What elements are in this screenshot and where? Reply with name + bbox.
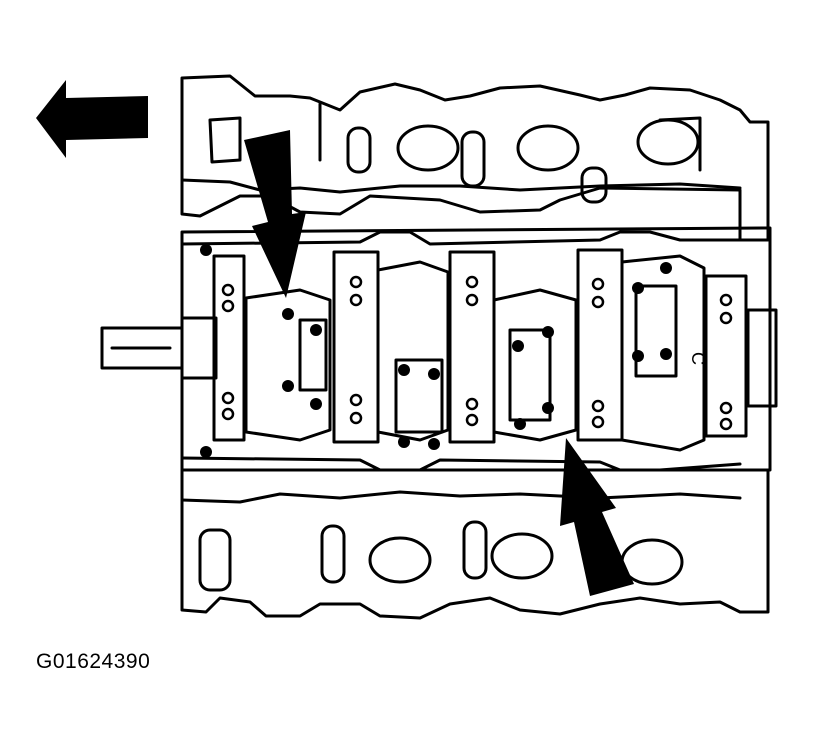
- lower-dowel-1: [320, 524, 346, 584]
- crank-web-3: [492, 288, 578, 442]
- bolt: [428, 368, 440, 380]
- roller: [591, 295, 605, 309]
- bolt: [310, 324, 322, 336]
- roller: [221, 407, 235, 421]
- bolt: [542, 402, 554, 414]
- figure-code: G01624390: [36, 650, 151, 673]
- crank-web-1: [244, 288, 332, 442]
- roller: [591, 415, 605, 429]
- part-label: C: [688, 352, 708, 365]
- bolt: [660, 348, 672, 360]
- roller: [349, 293, 363, 307]
- bolt: [310, 398, 322, 410]
- cylinder-bore-2: [516, 124, 580, 172]
- main-bearing-cap-1: [212, 254, 246, 442]
- crankcase-top-rail: [180, 230, 742, 246]
- bolt: [282, 308, 294, 320]
- bolt: [282, 380, 294, 392]
- roller: [221, 283, 235, 297]
- roller: [465, 413, 479, 427]
- cylinder-bore-1: [396, 124, 460, 172]
- crank-pin-3: [508, 328, 552, 422]
- roller: [465, 275, 479, 289]
- crankcase-frame: [180, 226, 772, 472]
- crankcase-bottom-rail: [180, 456, 742, 472]
- lower-block-inner-line: [180, 490, 742, 504]
- roller: [349, 275, 363, 289]
- bolt: [200, 446, 212, 458]
- dowel-pin-2: [580, 166, 608, 204]
- crank-pin-1: [298, 318, 328, 392]
- roller: [349, 393, 363, 407]
- roller: [591, 399, 605, 413]
- bolt: [660, 262, 672, 274]
- bolt: [542, 326, 554, 338]
- upper-block-inner-line: [180, 178, 742, 194]
- lower-dowel-3: [198, 528, 232, 592]
- roller: [465, 397, 479, 411]
- rear-seal-flange: [746, 308, 778, 408]
- lower-bore-1: [368, 536, 432, 584]
- crank-web-2: [376, 260, 450, 442]
- crank-pin-2: [394, 358, 444, 434]
- roller: [349, 411, 363, 425]
- roller: [719, 401, 733, 415]
- cylinder-bore-3: [636, 118, 700, 166]
- bolt: [512, 340, 524, 352]
- bearing-rollers: [221, 275, 733, 431]
- bolt: [632, 282, 644, 294]
- crank-web-4: [620, 254, 706, 452]
- pointer-arrow-lower: [560, 438, 634, 596]
- dowel-pin-3: [346, 126, 372, 174]
- lower-block-outline: [180, 468, 770, 620]
- roller: [465, 293, 479, 307]
- roller: [719, 311, 733, 325]
- lower-dowel-2: [462, 520, 488, 580]
- dowel-pin-1: [460, 130, 486, 188]
- bolt: [632, 350, 644, 362]
- bolt: [200, 244, 212, 256]
- upper-block-outline: [180, 74, 770, 242]
- main-bearing-cap-5: [704, 274, 748, 438]
- roller: [221, 391, 235, 405]
- bolt: [428, 438, 440, 450]
- lower-bore-2: [490, 532, 554, 580]
- bolt: [514, 418, 526, 430]
- roller: [719, 417, 733, 431]
- bolt-heads: [200, 244, 672, 458]
- snout-flange: [180, 316, 218, 380]
- front-direction-arrow: [36, 80, 148, 158]
- roller: [591, 277, 605, 291]
- bolt: [398, 436, 410, 448]
- roller: [719, 293, 733, 307]
- main-bearing-cap-3: [448, 250, 496, 444]
- bolt: [398, 364, 410, 376]
- crank-pin-4: [634, 284, 678, 378]
- pointer-arrow-upper: [244, 130, 306, 298]
- roller: [221, 299, 235, 313]
